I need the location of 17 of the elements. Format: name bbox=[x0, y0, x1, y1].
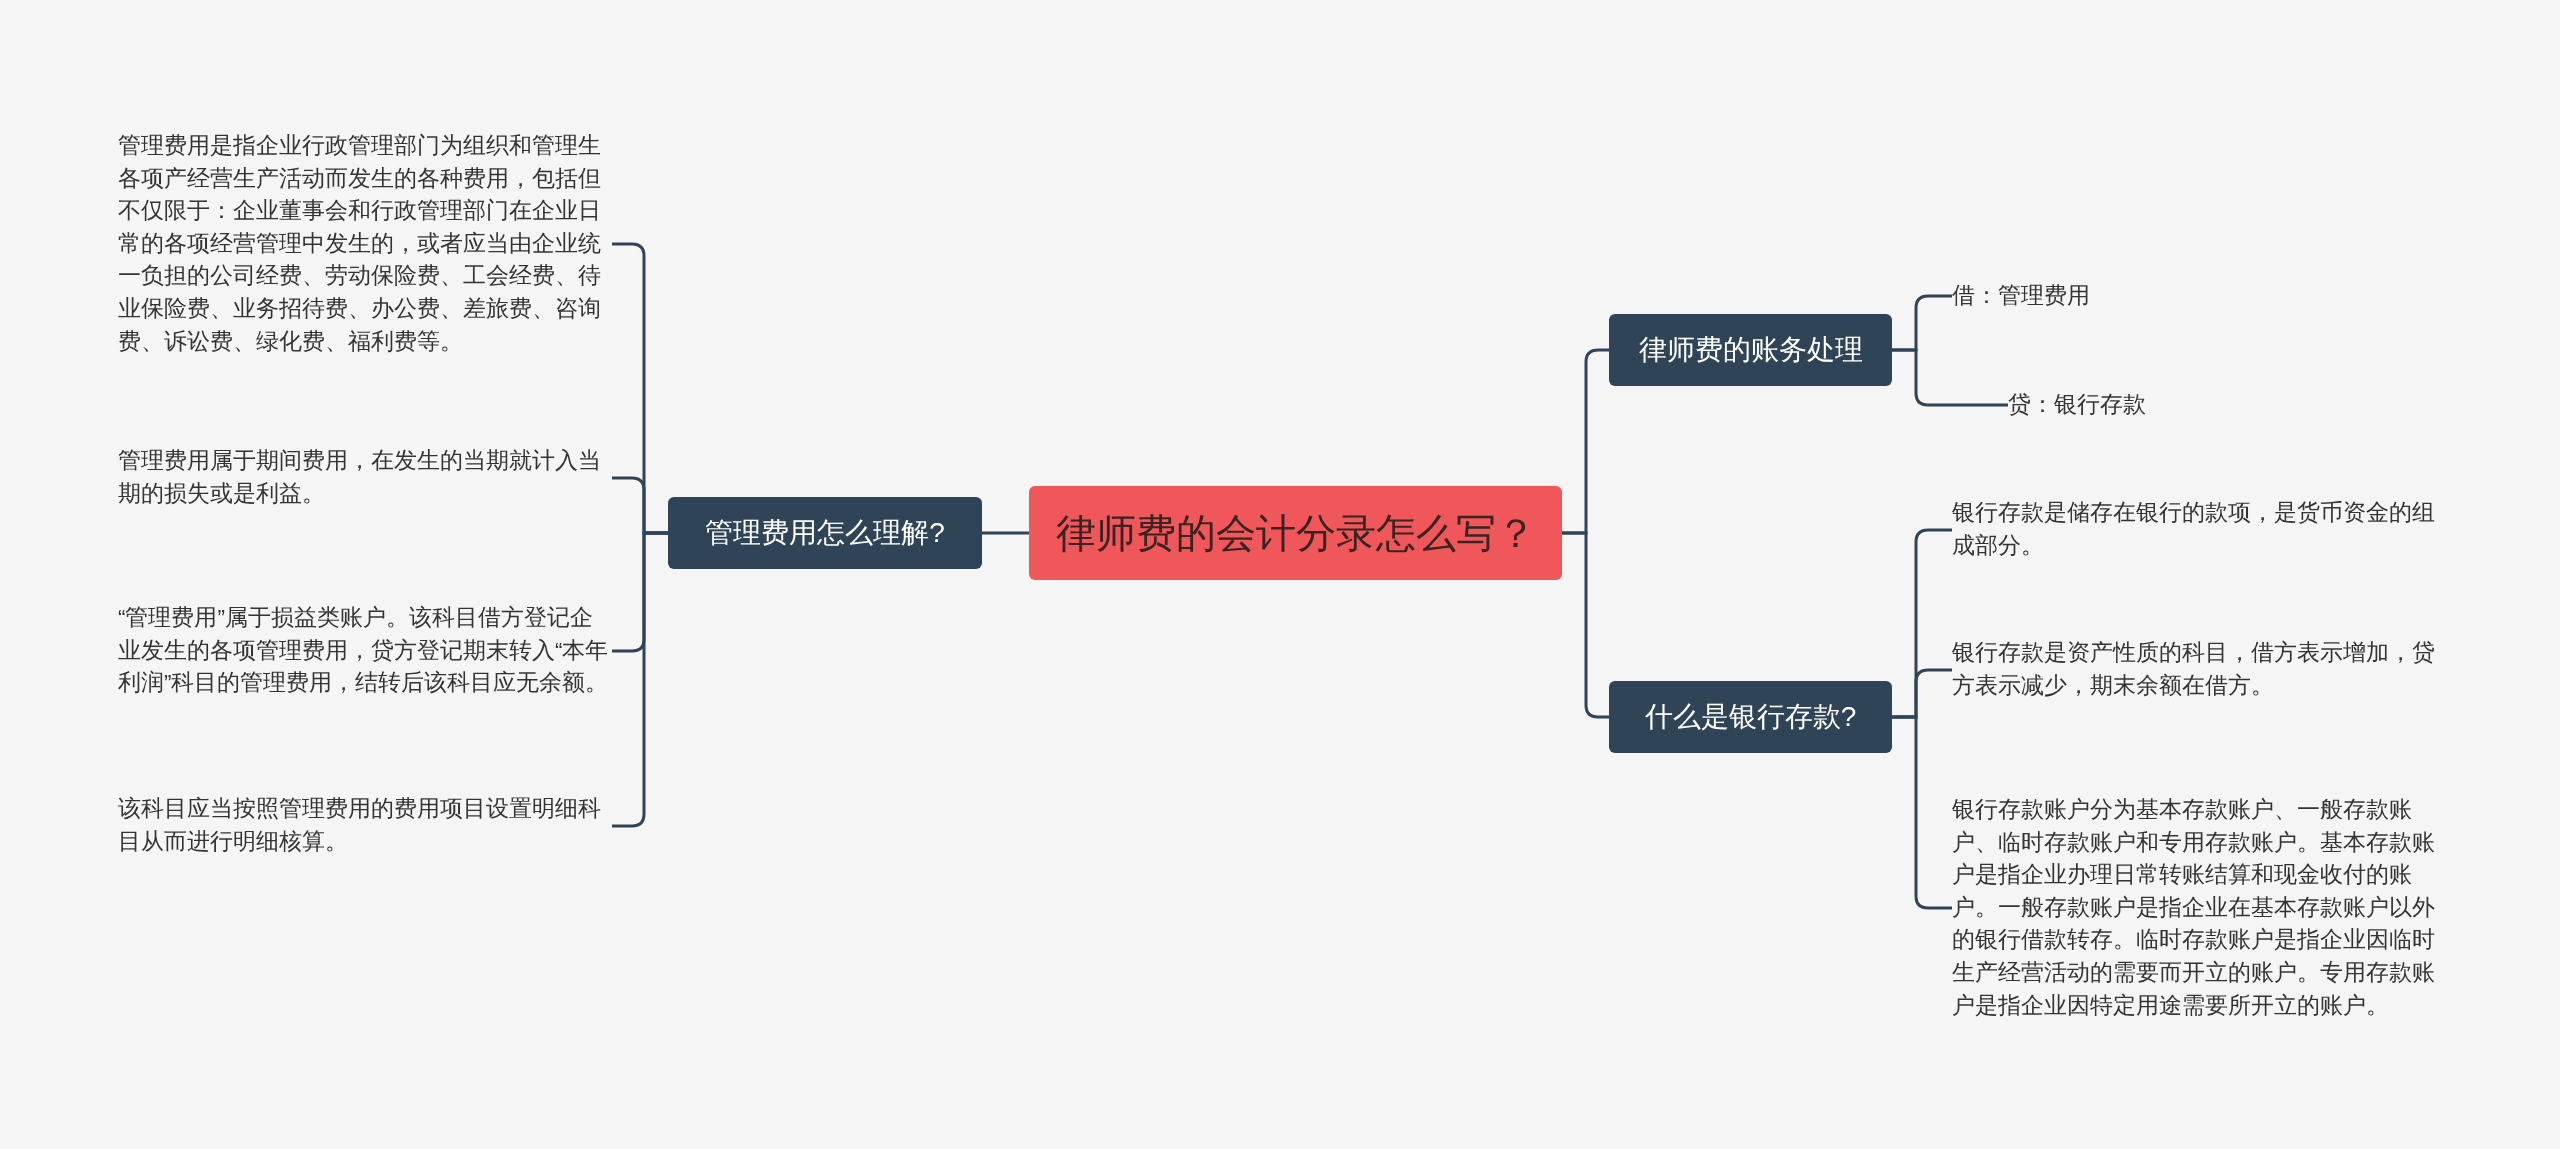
connector-line bbox=[1892, 348, 2008, 407]
note-text: 管理费用是指企业行政管理部门为组织和管理生各项产经营生产活动而发生的各种费用，包括但不仅限于：企业董事会和行政管理部门在企业日常的各项经营管理中发生的，或者应当由企业统一负担的公司经费、劳动保险费、工会经费、待业保险费、业务招待费、办公费、差旅费、咨询费、诉讼费、绿化费、福利费等。 bbox=[118, 129, 612, 359]
note-text: 该科目应当按照管理费用的费用项目设置明细科目从而进行明细核算。 bbox=[118, 793, 612, 859]
note-text: 借：管理费用 bbox=[1952, 279, 2090, 313]
note-text: “管理费用”属于损益类账户。该科目借方登记企业发生的各项管理费用，贷方登记期末转入“本年利润”科目的管理费用，结转后该科目应无余额。 bbox=[118, 602, 612, 700]
central-topic: 律师费的会计分录怎么写？ bbox=[1029, 486, 1562, 580]
connector-line bbox=[982, 531, 1029, 535]
note-text: 银行存款是资产性质的科目，借方表示增加，贷方表示减少，期末余额在借方。 bbox=[1952, 637, 2452, 703]
topic-box: 管理费用怎么理解? bbox=[668, 497, 982, 569]
note-text: 银行存款账户分为基本存款账户、一般存款账户、临时存款账户和专用存款账户。基本存款账户是指企业办理日常转账结算和现金收付的账户。一般存款账户是指企业在基本存款账户以外的银行借款转存。临时存款账户是指企业因临时生产经营活动的需要而开立的账户。专用存款账户是指企业因特定用途需要所开立的账户。 bbox=[1952, 793, 2452, 1023]
note-text: 贷：银行存款 bbox=[2008, 388, 2146, 422]
topic-box: 什么是银行存款? bbox=[1609, 681, 1892, 753]
connector-line bbox=[1892, 715, 1952, 910]
topic-box: 律师费的账务处理 bbox=[1609, 314, 1892, 386]
note-text: 管理费用属于期间费用，在发生的当期就计入当期的损失或是利益。 bbox=[118, 445, 612, 511]
note-text: 银行存款是储存在银行的款项，是货币资金的组成部分。 bbox=[1952, 497, 2452, 563]
connector-line bbox=[1562, 531, 1609, 719]
